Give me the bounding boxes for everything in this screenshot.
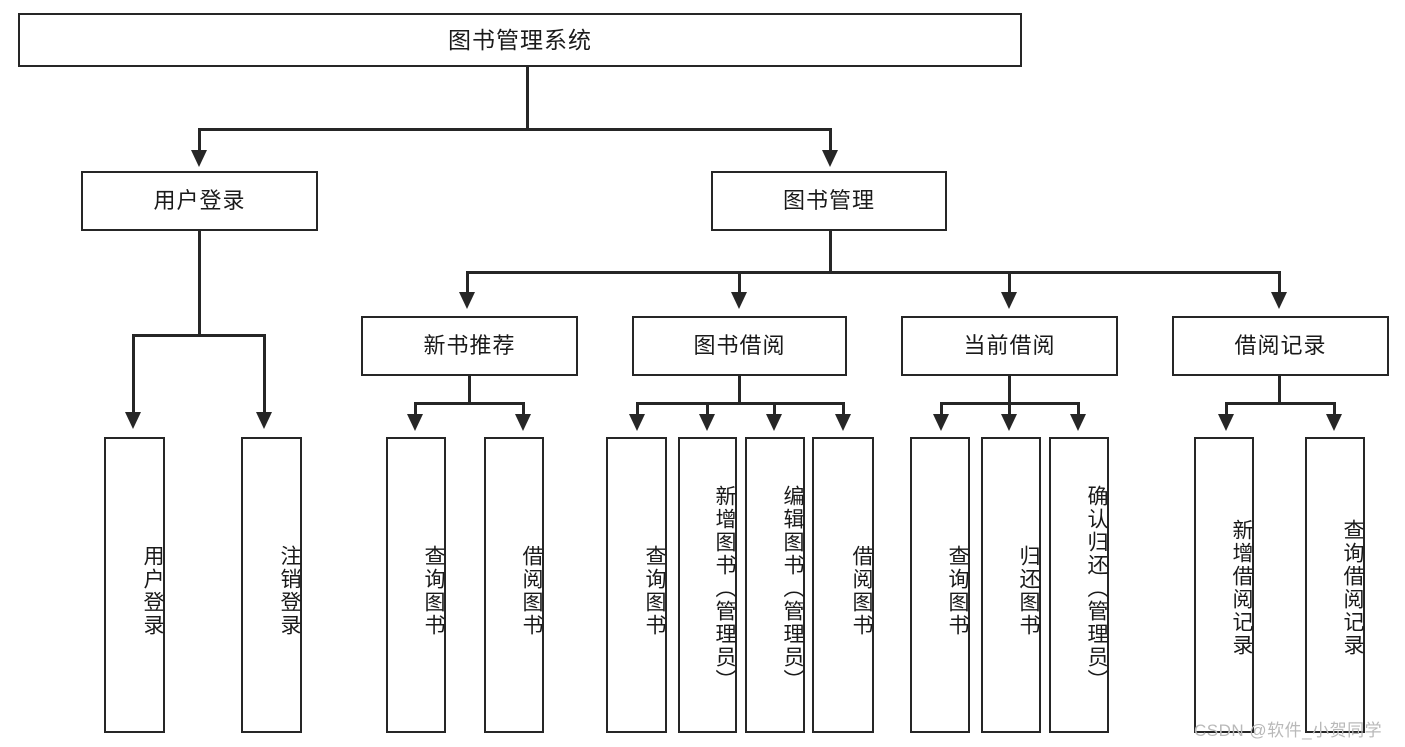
node-label: 查询图书	[422, 545, 445, 637]
node-label: 图书管理系统	[448, 26, 592, 53]
node-label: 借阅图书	[850, 545, 873, 637]
edge-cb-to-leaf-1	[940, 402, 943, 416]
node-label: 图书借阅	[693, 333, 786, 359]
edge-br-to-leaf-2	[1333, 402, 1336, 416]
arrowhead-current-borrow	[1001, 292, 1017, 309]
node-label: 用户登录	[141, 545, 164, 637]
edge-bm-to-book-borrow	[738, 271, 741, 294]
leaf-edit-book[interactable]: 编辑图书（管理员）	[745, 437, 805, 733]
arrowhead-leaf-borrow-book-2	[835, 414, 851, 431]
leaf-borrow-book-1[interactable]: 借阅图书	[484, 437, 544, 733]
leaf-return-book[interactable]: 归还图书	[981, 437, 1041, 733]
edge-book-borrow-stem	[738, 376, 741, 404]
edge-user-login-bus	[132, 334, 266, 337]
node-label: 借阅记录	[1234, 333, 1327, 359]
edge-book-management-stem	[829, 231, 832, 273]
node-label: 新书推荐	[423, 333, 516, 359]
arrowhead-leaf-borrow-book-1	[515, 414, 531, 431]
arrowhead-borrow-record	[1271, 292, 1287, 309]
edge-bb-to-leaf-2	[706, 402, 709, 416]
arrowhead-leaf-query-book-2	[629, 414, 645, 431]
node-label: 查询图书	[643, 545, 666, 637]
edge-bm-to-new-book	[466, 271, 469, 294]
edge-new-book-stem	[468, 376, 471, 404]
arrowhead-leaf-logout-login	[256, 412, 272, 429]
leaf-logout-login[interactable]: 注销登录	[241, 437, 302, 733]
node-label: 新增图书（管理员）	[713, 484, 736, 692]
node-label: 确认归还（管理员）	[1085, 484, 1108, 692]
leaf-query-book-1[interactable]: 查询图书	[386, 437, 446, 733]
node-root-system[interactable]: 图书管理系统	[18, 13, 1022, 67]
edge-bm-to-borrow-record	[1278, 271, 1281, 294]
edge-cb-to-leaf-2	[1008, 402, 1011, 416]
edge-br-to-leaf-1	[1225, 402, 1228, 416]
edge-borrow-record-stem	[1278, 376, 1281, 404]
node-label: 查询借阅记录	[1341, 519, 1364, 657]
node-label: 图书管理	[782, 188, 875, 214]
edge-current-borrow-stem	[1008, 376, 1011, 404]
edge-book-borrow-bus	[636, 402, 844, 405]
node-label: 编辑图书（管理员）	[781, 484, 804, 692]
leaf-borrow-book-2[interactable]: 借阅图书	[812, 437, 874, 733]
edge-borrow-record-bus	[1225, 402, 1335, 405]
arrowhead-leaf-query-book-3	[933, 414, 949, 431]
node-label: 用户登录	[153, 188, 246, 214]
arrowhead-leaf-query-book-1	[407, 414, 423, 431]
leaf-query-record[interactable]: 查询借阅记录	[1305, 437, 1365, 733]
arrowhead-leaf-add-record	[1218, 414, 1234, 431]
edge-root-bus	[198, 128, 832, 131]
arrowhead-leaf-user-login	[125, 412, 141, 429]
leaf-add-record[interactable]: 新增借阅记录	[1194, 437, 1254, 733]
edge-user-login-to-leaf-1	[132, 334, 135, 414]
edge-book-management-bus	[466, 271, 1280, 274]
node-book-management[interactable]: 图书管理	[711, 171, 947, 231]
edge-user-login-stem	[198, 231, 201, 336]
arrowhead-leaf-query-record	[1326, 414, 1342, 431]
node-label: 借阅图书	[520, 545, 543, 637]
edge-bb-to-leaf-1	[636, 402, 639, 416]
arrowhead-leaf-confirm-return	[1070, 414, 1086, 431]
arrowhead-leaf-return-book	[1001, 414, 1017, 431]
arrowhead-to-user-login	[191, 150, 207, 167]
edge-user-login-to-leaf-2	[263, 334, 266, 414]
edge-root-to-book-management	[829, 128, 832, 152]
node-user-login[interactable]: 用户登录	[81, 171, 318, 231]
node-label: 注销登录	[278, 545, 301, 637]
edge-new-book-bus	[414, 402, 524, 405]
arrowhead-leaf-add-book	[699, 414, 715, 431]
node-current-borrow[interactable]: 当前借阅	[901, 316, 1118, 376]
leaf-query-book-2[interactable]: 查询图书	[606, 437, 667, 733]
node-label: 归还图书	[1017, 545, 1040, 637]
leaf-query-book-3[interactable]: 查询图书	[910, 437, 970, 733]
arrowhead-leaf-edit-book	[766, 414, 782, 431]
arrowhead-book-borrow	[731, 292, 747, 309]
leaf-confirm-return[interactable]: 确认归还（管理员）	[1049, 437, 1109, 733]
edge-bb-to-leaf-3	[773, 402, 776, 416]
node-new-book-recommend[interactable]: 新书推荐	[361, 316, 578, 376]
edge-cb-to-leaf-3	[1077, 402, 1080, 416]
edge-new-book-to-leaf-2	[522, 402, 525, 416]
edge-bb-to-leaf-4	[842, 402, 845, 416]
edge-root-to-user-login	[198, 128, 201, 152]
arrowhead-new-book-recommend	[459, 292, 475, 309]
leaf-add-book[interactable]: 新增图书（管理员）	[678, 437, 737, 733]
node-book-borrow[interactable]: 图书借阅	[632, 316, 847, 376]
arrowhead-to-book-management	[822, 150, 838, 167]
leaf-user-login[interactable]: 用户登录	[104, 437, 165, 733]
node-borrow-record[interactable]: 借阅记录	[1172, 316, 1389, 376]
edge-new-book-to-leaf-1	[414, 402, 417, 416]
node-label: 查询图书	[946, 545, 969, 637]
node-label: 新增借阅记录	[1230, 519, 1253, 657]
edge-root-stem	[526, 67, 529, 130]
node-label: 当前借阅	[963, 333, 1056, 359]
csdn-watermark: CSDN @软件_小贺同学	[1194, 721, 1383, 740]
edge-bm-to-current-borrow	[1008, 271, 1011, 294]
